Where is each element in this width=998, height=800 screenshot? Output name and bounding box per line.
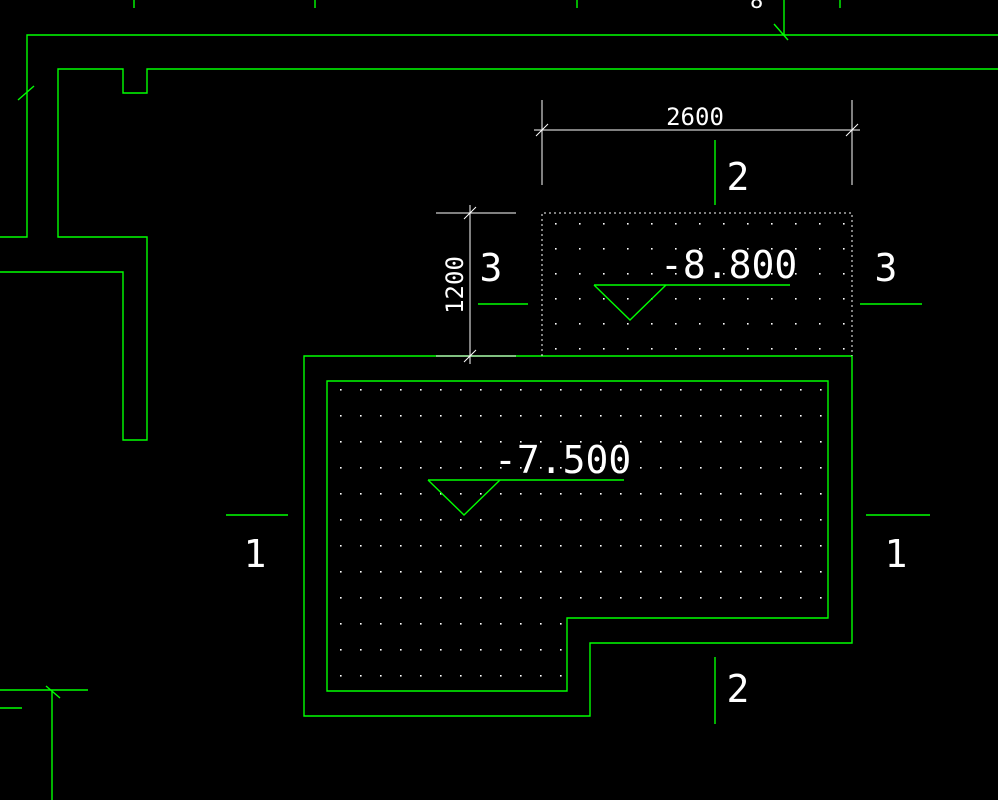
inner-wall-top [0,68,998,441]
section-2-bottom-label: 2 [727,667,750,711]
section-marker-3-left[interactable]: 3 [478,246,528,305]
section-marker-3-right[interactable]: 3 [860,246,922,305]
dim-width-tick-right [845,123,859,137]
section-1-right-label: 1 [885,532,908,576]
dim-height-tick-bottom [463,349,477,363]
dimension-height-label: 1200 [441,256,469,314]
upper-pit-dotted-outline [541,212,853,356]
section-3-right-label: 3 [875,246,898,290]
elevation-marker-upper[interactable]: -8.800 [593,243,797,321]
elevation-upper-symbol [593,284,667,321]
partial-glyph-top: 8 [750,0,763,14]
section-2-top-label: 2 [727,155,750,199]
section-marker-1-right[interactable]: 1 [866,514,930,576]
elevation-main-symbol [427,479,501,516]
elevation-upper-label: -8.800 [660,243,797,287]
dimension-height [436,205,516,364]
elevation-main-label: -7.500 [494,438,631,482]
dimension-width-label: 2600 [666,103,724,131]
tick-mark-bottom-left [45,685,61,699]
tick-mark-top-left [17,85,35,101]
dimension-width [534,100,860,185]
main-pit[interactable] [303,355,853,717]
main-pit-inner-hatch [326,380,829,692]
section-1-left-label: 1 [244,532,267,576]
section-marker-2-top[interactable]: 2 [714,140,750,205]
section-marker-2-bottom[interactable]: 2 [714,657,750,724]
elevation-marker-main[interactable]: -7.500 [427,438,631,516]
section-3-left-label: 3 [480,246,503,290]
outer-wall-top [0,34,998,238]
grid-tick-slash [773,23,789,41]
dim-height-tick-top [463,206,477,220]
section-marker-1-left[interactable]: 1 [226,514,288,576]
dim-width-tick-left [535,123,549,137]
